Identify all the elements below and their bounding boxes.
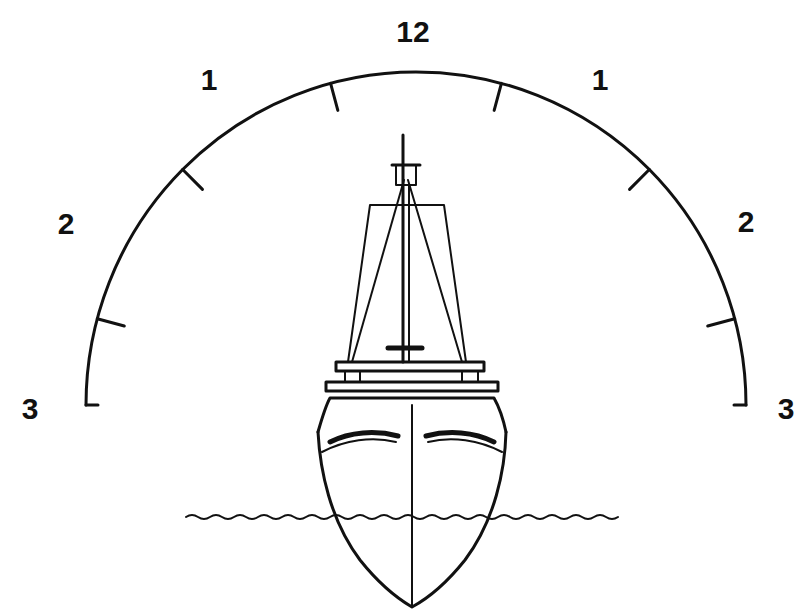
bearing-tick: [331, 83, 338, 110]
bearing-tick: [183, 170, 203, 190]
clock-bearing-number: 2: [58, 209, 75, 239]
clock-bearing-number: 1: [201, 65, 218, 95]
bearing-arc: [86, 72, 746, 405]
clock-bearing-number: 3: [778, 394, 795, 424]
clock-bearing-number: 1: [592, 65, 609, 95]
arc-end-tick: [734, 404, 746, 407]
water-line: [186, 515, 618, 519]
bearing-tick: [494, 83, 501, 110]
bearing-tick: [708, 319, 735, 326]
clock-bearing-number: 12: [396, 17, 429, 47]
clock-bearing-number: 3: [22, 394, 39, 424]
bearing-tick: [97, 319, 124, 326]
arc-end-tick: [86, 404, 98, 407]
clock-bearing-number: 2: [738, 207, 755, 237]
boat: [318, 135, 506, 607]
bearing-tick: [630, 170, 650, 190]
